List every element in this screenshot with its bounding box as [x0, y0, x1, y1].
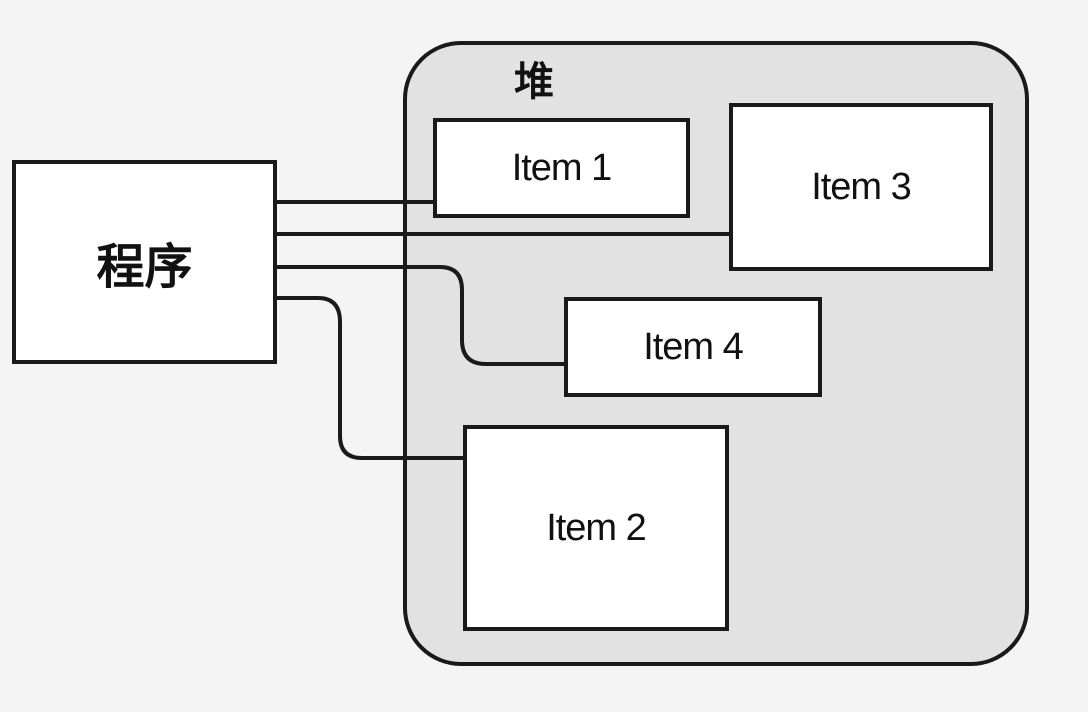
item-2-label: Item 2 — [546, 506, 647, 549]
item-2-box: Item 2 — [463, 425, 729, 631]
heap-label: 堆 — [514, 59, 554, 105]
item-1-label: Item 1 — [511, 146, 613, 189]
item-4-label: Item 4 — [643, 325, 744, 368]
item-1-box: Item 1 — [433, 118, 690, 218]
program-box: 程序 — [12, 160, 277, 364]
program-label: 程序 — [96, 239, 193, 295]
item-4-box: Item 4 — [564, 297, 822, 397]
item-3-label: Item 3 — [811, 165, 912, 208]
item-3-box: Item 3 — [729, 103, 993, 271]
